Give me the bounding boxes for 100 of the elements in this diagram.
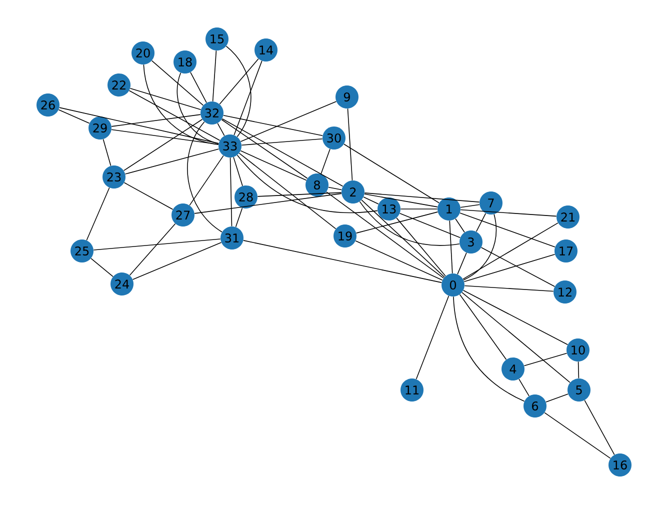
edge-line [129,223,176,276]
edge-line [111,129,219,145]
graph-node: 5 [568,378,590,402]
edge-line [455,218,465,233]
edge-line [217,122,225,136]
edge-line [363,196,379,204]
graph-node: 7 [480,192,502,214]
graph-node: 13 [378,198,400,220]
edge-line [58,109,90,124]
edge-line [400,208,438,210]
edge-line [238,152,336,230]
graph-node: 25 [70,240,94,262]
edge-line [464,254,556,282]
edge-line [187,121,222,232]
edge-line [399,212,461,238]
edge-line [524,352,568,366]
graph-node: 12 [554,280,576,304]
graph-node: 15 [206,28,228,50]
graph-node: 10 [566,338,590,362]
graph-node: 16 [608,454,632,476]
edge-line [347,108,353,181]
graph-node: 8 [306,174,328,196]
edge-line [546,394,568,402]
graph-node: 33 [218,134,242,158]
edge-line [462,290,568,345]
graph-node: 23 [102,166,126,188]
graph-node: 17 [554,240,578,262]
edge-line [449,220,453,274]
edge-line [86,187,110,241]
edge-line [320,148,330,174]
edge-line [453,296,525,402]
graph-node: 19 [334,224,356,248]
graph-node: 4 [502,358,524,380]
edge-line [544,412,611,459]
graph-node: 9 [336,86,358,108]
edge-line [364,194,438,208]
edge-line [223,114,323,136]
edge-line [123,119,203,171]
edge-line [190,72,207,104]
edge-line [462,222,558,280]
graph-node: 26 [36,94,60,116]
edge-line [219,58,259,105]
edge-line [396,218,446,276]
edge-line [234,60,262,136]
graph-node: 20 [132,42,154,64]
graph-node: 21 [556,206,580,228]
edge-line [326,192,444,278]
graph-node: 30 [322,126,346,150]
edge-line [226,46,252,138]
edge-line [356,212,438,234]
edge-line [361,200,445,278]
graph-node: 2 [342,180,364,204]
edge-line [578,361,580,379]
edge-line [460,212,556,248]
graph-node: 6 [524,394,546,418]
edge-line [518,378,530,396]
edge-line [462,292,570,383]
edge-line [124,182,174,210]
edge-line [124,148,220,174]
edge-line [328,186,342,190]
edge-line [355,240,443,281]
graph-node: 0 [442,274,464,296]
edge-line [143,64,219,145]
edge-line [460,204,480,208]
graph-node: 31 [220,226,244,250]
edge-line [151,60,204,106]
graph-node: 3 [460,230,482,254]
edge-line [464,285,554,292]
graph-node: 14 [254,38,278,62]
edge-line [93,238,221,250]
edge-line [222,118,344,187]
edge-line [359,201,460,246]
edge-line [194,193,342,214]
edge-line [460,209,557,217]
edge-line [344,144,440,204]
edge-line [457,252,467,275]
edge-line [480,247,556,287]
edge-line [459,294,507,360]
edge-line [240,150,307,181]
edge-line [221,119,308,179]
edge-line [364,192,480,202]
edge-line [176,72,219,144]
graph-node: 22 [108,74,130,96]
graph-node: 27 [172,204,194,226]
edge-line [212,50,217,102]
edge-line [476,213,486,232]
edge-line [128,90,220,141]
edge-line [189,155,224,206]
edge-line [241,138,323,146]
edge-line [59,107,219,144]
graph-node: 28 [234,186,258,208]
edge-line [230,157,232,227]
graph-node: 18 [174,50,196,74]
graph-node: 1 [438,198,460,220]
edge-line [463,214,497,280]
edge-line [132,242,222,280]
edge-line [235,208,243,228]
edge-line [90,258,114,277]
edge-line [233,156,243,186]
edge-line [102,138,112,166]
